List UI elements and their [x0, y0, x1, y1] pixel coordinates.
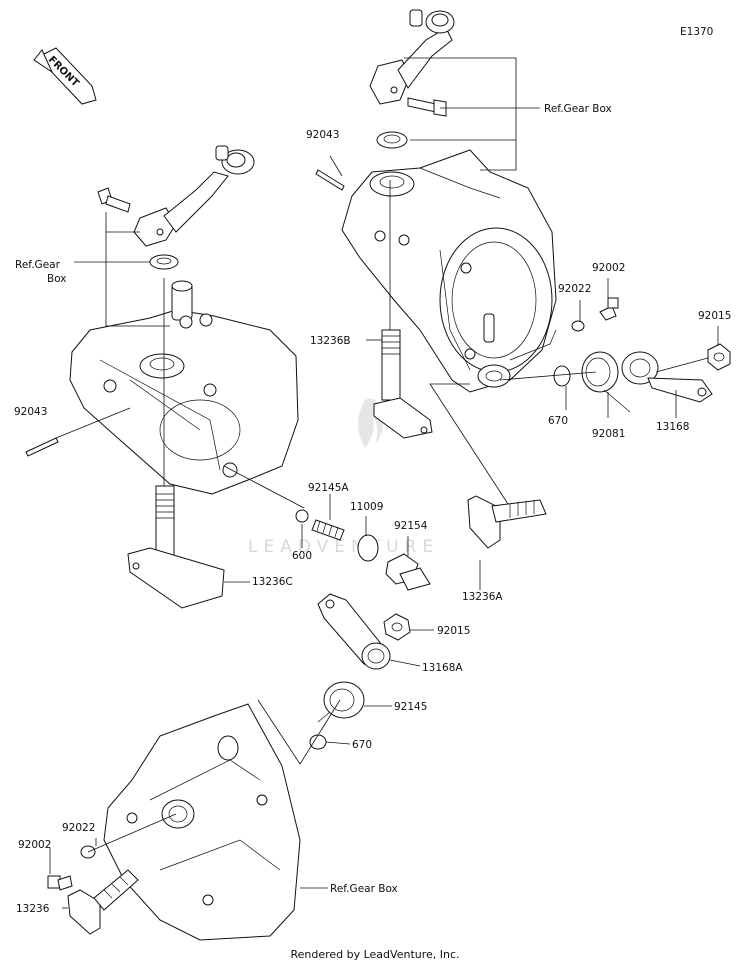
nut-92015-right — [707, 343, 731, 371]
oring-670-mid — [309, 734, 327, 750]
label-13236C: 13236C — [252, 576, 293, 588]
spring-92081 — [581, 351, 631, 413]
bolt-92002-bottom — [47, 875, 73, 891]
upper-bolt — [407, 97, 447, 117]
label-600: 600 — [292, 550, 312, 562]
label-92043-left: 92043 — [14, 406, 47, 418]
part-labels: Ref.Gear Box 92043 Ref.Gear Box 13236B 9… — [14, 103, 731, 915]
label-92043-top: 92043 — [306, 129, 339, 141]
leader-lines — [49, 57, 719, 909]
label-670-mid: 670 — [352, 739, 372, 751]
label-92154: 92154 — [394, 520, 428, 532]
label-92015-mid: 92015 — [437, 625, 470, 637]
watermark-text: LEADVENTURE — [248, 537, 439, 557]
spring-92145 — [317, 681, 365, 723]
pin-92043-left — [25, 437, 59, 457]
upper-oil-seal — [376, 131, 408, 149]
label-13236B: 13236B — [310, 335, 351, 347]
spring-92145A — [311, 519, 345, 541]
label-13236A: 13236A — [462, 591, 503, 603]
label-ref-gear-box-left-line2: Box — [47, 273, 67, 285]
label-13236: 13236 — [16, 903, 50, 915]
label-13168A: 13168A — [422, 662, 463, 674]
label-13168: 13168 — [656, 421, 689, 433]
washer-92022-right — [571, 320, 585, 332]
bottom-gear-case — [103, 703, 301, 941]
label-92022-right: 92022 — [558, 283, 591, 295]
oring-11009 — [357, 534, 379, 562]
arm-13168 — [621, 351, 713, 403]
label-92145A: 92145A — [308, 482, 349, 494]
shaft-13236B — [373, 329, 433, 439]
bolt-92002-right — [599, 297, 619, 321]
label-11009: 11009 — [350, 501, 383, 513]
label-92081: 92081 — [592, 428, 625, 440]
left-shift-lever — [133, 145, 255, 247]
upper-shift-lever — [369, 9, 455, 105]
nut-92015-mid — [383, 613, 411, 641]
label-670-right: 670 — [548, 415, 568, 427]
label-92022-bottom: 92022 — [62, 822, 95, 834]
label-92015-right: 92015 — [698, 310, 731, 322]
front-arrow-icon: FRONT — [33, 47, 97, 105]
plug-92154 — [385, 553, 431, 591]
footer-credit: Rendered by LeadVenture, Inc. — [290, 948, 460, 961]
right-gear-case — [341, 149, 557, 393]
label-ref-gear-box-left-line1: Ref.Gear — [15, 259, 61, 271]
shaft-13236A — [467, 495, 547, 549]
label-92002-right: 92002 — [592, 262, 625, 274]
shaft-13236C — [127, 485, 225, 609]
ball-600 — [295, 509, 309, 523]
left-oil-seal — [149, 254, 179, 270]
label-ref-gear-box-top: Ref.Gear Box — [544, 103, 612, 115]
pin-92043-top — [315, 169, 345, 191]
label-ref-gear-box-bottom: Ref.Gear Box — [330, 883, 398, 895]
oring-670-right — [553, 365, 571, 387]
left-bolt — [97, 187, 131, 213]
arm-13168A — [317, 593, 391, 670]
label-92145: 92145 — [394, 701, 427, 713]
shaft-13236 — [67, 869, 139, 935]
page-code: E1370 — [680, 26, 713, 38]
label-92002-bottom: 92002 — [18, 839, 51, 851]
left-gear-case — [69, 280, 299, 495]
